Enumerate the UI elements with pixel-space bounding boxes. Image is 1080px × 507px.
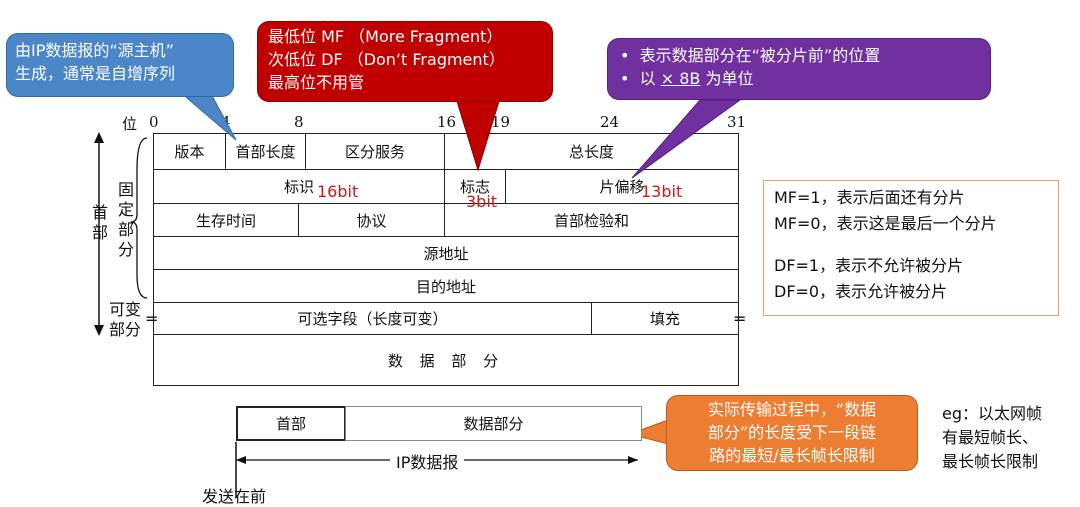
tick-16: 16 bbox=[437, 113, 457, 131]
callout-flags: 最低位 MF （More Fragment） 次低位 DF （Don‘t Fra… bbox=[257, 21, 553, 102]
eg-note: eg：以太网帧 有最短帧长、 最长帧长限制 bbox=[942, 402, 1042, 474]
flag-notes-box: MF=1，表示后面还有分片 MF=0，表示这是最后一个分片 DF=1，表示不允许… bbox=[763, 180, 1059, 316]
callout-offset-line2-pre: 以 bbox=[639, 69, 661, 88]
eg-line2: 有最短帧长、 bbox=[942, 428, 1039, 447]
field-checksum: 首部检验和 bbox=[444, 203, 739, 237]
options-dash-left: = bbox=[145, 309, 159, 328]
callout-offset-line2-post: 为单位 bbox=[700, 69, 754, 88]
packet-label: IP数据报 bbox=[390, 449, 465, 473]
field-protocol: 协议 bbox=[298, 203, 445, 237]
fixed-part-label: 固定部分 bbox=[117, 180, 134, 259]
callout-identification-line1: 由IP数据报的“源主机” bbox=[15, 41, 174, 60]
eg-line3: 最长帧长限制 bbox=[942, 452, 1039, 471]
note-df1: DF=1，表示不允许被分片 bbox=[774, 256, 964, 275]
callout-flags-line1: 最低位 MF （More Fragment） bbox=[268, 27, 503, 46]
note-mf0: MF=0，表示这是最后一个分片 bbox=[774, 214, 997, 233]
tick-0: 0 bbox=[149, 113, 159, 131]
field-tos: 区分服务 bbox=[305, 133, 445, 170]
callout-offset-line1: 表示数据部分在“被分片前”的位置 bbox=[639, 46, 881, 65]
callout-fragment-offset: • 表示数据部分在“被分片前”的位置 • 以 × 8B 为单位 bbox=[607, 38, 991, 100]
eg-line1: eg：以太网帧 bbox=[942, 404, 1043, 423]
field-identification: 标识 bbox=[153, 169, 445, 204]
field-options: 可选字段（长度可变） bbox=[153, 302, 592, 335]
tick-24: 24 bbox=[600, 113, 620, 131]
callout-flags-line3: 最高位不用管 bbox=[268, 73, 365, 92]
note-df0: DF=0，表示允许被分片 bbox=[774, 282, 948, 301]
packet-header: 首部 bbox=[236, 406, 346, 441]
packet-data: 数据部分 bbox=[345, 406, 642, 441]
side-brackets bbox=[94, 132, 148, 336]
callout-flags-line2: 次低位 DF （Don‘t Fragment） bbox=[268, 50, 505, 69]
field-destination-address: 目的地址 bbox=[153, 269, 739, 303]
send-first-label: 发送在前 bbox=[202, 487, 267, 506]
field-total-length: 总长度 bbox=[444, 133, 739, 170]
callout-data-line1: 实际传输过程中，“数据 bbox=[707, 400, 877, 419]
bullet-icon: • bbox=[620, 46, 640, 65]
identification-bits-label: 16bit bbox=[317, 182, 359, 201]
note-mf1: MF=1，表示后面还有分片 bbox=[774, 188, 965, 207]
tick-19: 19 bbox=[491, 113, 511, 131]
tick-31: 31 bbox=[727, 113, 747, 131]
flags-bits-label: 3bit bbox=[466, 192, 498, 211]
callout-data-line3: 路的最短/最长帧长限制 bbox=[709, 446, 875, 465]
offset-bits-label: 13bit bbox=[641, 182, 683, 201]
data-part: 数 据 部 分 bbox=[153, 334, 739, 386]
tick-8: 8 bbox=[294, 113, 304, 131]
axis-label: 位 bbox=[122, 115, 138, 133]
callout-data-length: 实际传输过程中，“数据 部分”的长度受下一段链 路的最短/最长帧长限制 bbox=[666, 395, 918, 471]
callout-identification: 由IP数据报的“源主机” 生成，通常是自增序列 bbox=[6, 33, 234, 97]
callout-identification-line2: 生成，通常是自增序列 bbox=[15, 64, 176, 83]
options-dash-right: = bbox=[733, 309, 747, 328]
bullet-icon: • bbox=[620, 69, 640, 88]
callout-offset-unit: × 8B bbox=[660, 69, 701, 88]
callout-data-line2: 部分”的长度受下一段链 bbox=[707, 423, 877, 442]
field-fragment-offset: 片偏移 bbox=[505, 169, 739, 204]
header-side-label: 首部 bbox=[91, 203, 108, 242]
variable-part-label: 可变部分 bbox=[108, 300, 141, 339]
